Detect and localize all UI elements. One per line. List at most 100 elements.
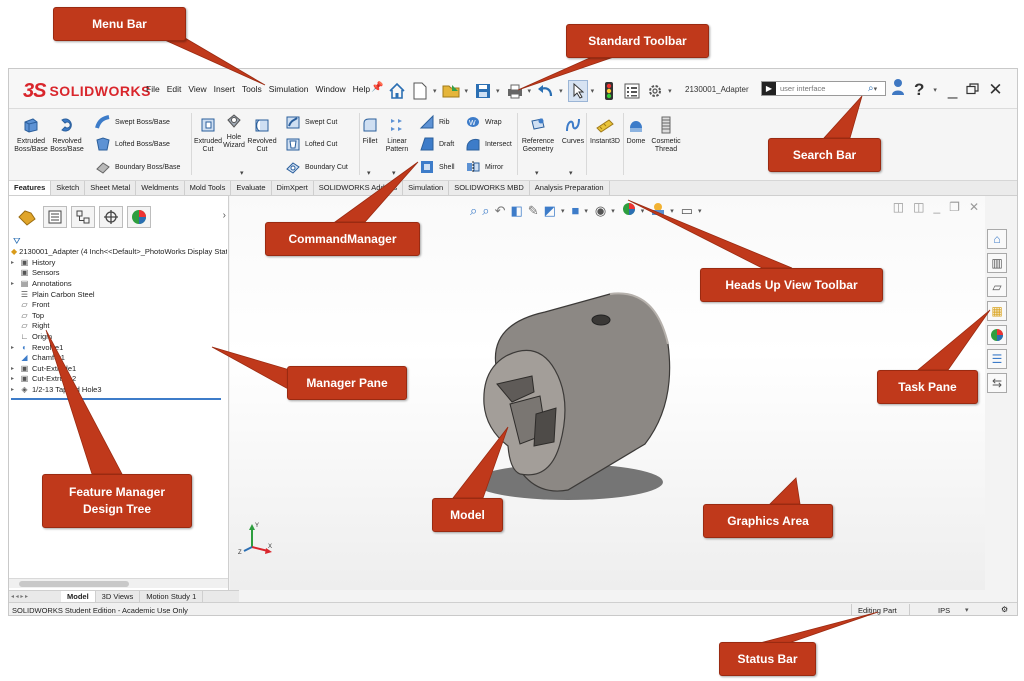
tab-motion-study[interactable]: Motion Study 1 (140, 591, 204, 602)
curves-button[interactable]: Curves (560, 115, 586, 146)
swept-boss-button[interactable]: Swept Boss/Base (95, 114, 170, 130)
chevron-right-icon[interactable]: › (222, 210, 226, 221)
tree-item[interactable]: ▱Front (11, 300, 227, 311)
lofted-boss-button[interactable]: Lofted Boss/Base (95, 136, 170, 152)
expand-arrow-icon[interactable]: ▸ (11, 344, 15, 351)
select-cursor-icon[interactable] (567, 80, 588, 102)
restore-icon[interactable] (966, 80, 979, 100)
instant3d-button[interactable]: Instant3D (587, 115, 623, 146)
close-icon[interactable]: ✕ (968, 200, 979, 214)
mirror-button[interactable]: Mirror (465, 159, 503, 175)
minimize-icon[interactable]: _ (933, 200, 941, 214)
tree-item[interactable]: ▱Right (11, 321, 227, 332)
expand-arrow-icon[interactable]: ▸ (11, 281, 15, 288)
chevron-down-icon[interactable]: ▾ (965, 607, 969, 614)
extruded-boss-button[interactable]: Extruded Boss/Base (13, 115, 49, 154)
menu-window[interactable]: Window (315, 84, 346, 94)
new-document-icon[interactable] (410, 80, 430, 102)
chevron-down-icon[interactable]: ▾ (535, 170, 539, 177)
tab-sheet-metal[interactable]: Sheet Metal (85, 181, 137, 195)
chevron-down-icon[interactable]: ▾ (590, 88, 595, 95)
tree-item[interactable]: ▸▣Cut-Extrude1 (11, 364, 227, 375)
tree-item[interactable]: ◢Chamfer1 (11, 353, 227, 364)
revolved-boss-button[interactable]: Revolved Boss/Base (49, 115, 85, 154)
rollback-bar[interactable] (11, 397, 221, 401)
featuremanager-tab-icon[interactable] (15, 206, 39, 228)
chevron-down-icon[interactable]: ▾ (464, 88, 469, 95)
tab-sketch[interactable]: Sketch (51, 181, 86, 195)
expand-arrow-icon[interactable]: ▸ (11, 387, 15, 394)
menu-view[interactable]: View (188, 84, 207, 94)
undo-icon[interactable] (536, 80, 556, 102)
tree-root[interactable]: ◆ 2130001_Adapter (4 Inch<<Default>_Phot… (11, 247, 227, 258)
rib-button[interactable]: Rib (419, 114, 450, 130)
help-icon[interactable]: ? (914, 79, 925, 99)
chevron-down-icon[interactable]: ▾ (433, 88, 437, 95)
lofted-cut-button[interactable]: Lofted Cut (285, 136, 337, 152)
solidworks-resources-icon[interactable]: ⌂ (987, 229, 1007, 249)
restore-icon[interactable]: ❐ (949, 200, 960, 214)
chevron-down-icon[interactable]: ▾ (668, 88, 672, 95)
split-vertical-icon[interactable]: ◫ (892, 200, 905, 214)
chevron-down-icon[interactable]: ▾ (584, 207, 588, 215)
section-view-icon[interactable]: ◧ (510, 202, 523, 218)
fillet-button[interactable]: Fillet (359, 115, 381, 146)
boundary-boss-button[interactable]: Boundary Boss/Base (95, 159, 180, 175)
search-bar[interactable]: ▶ ⌕ ▾ (761, 81, 886, 96)
edit-appearance-icon[interactable] (622, 202, 636, 219)
solidworks-forum-icon[interactable]: ⇆ (987, 373, 1007, 393)
filter-icon[interactable]: ⛛ (13, 236, 21, 246)
revolved-cut-button[interactable]: Revolved Cut (247, 115, 277, 154)
draft-button[interactable]: Draft (419, 136, 454, 152)
expand-arrow-icon[interactable]: ▸ (11, 259, 15, 266)
reference-geometry-button[interactable]: Reference Geometry (517, 115, 559, 154)
tab-evaluate[interactable]: Evaluate (231, 181, 272, 195)
linear-pattern-button[interactable]: Linear Pattern (382, 115, 412, 154)
swept-cut-button[interactable]: Swept Cut (285, 114, 337, 130)
view-settings-icon[interactable]: ▭ (680, 202, 694, 218)
wrap-button[interactable]: W Wrap (465, 114, 502, 130)
expand-arrow-icon[interactable]: ▸ (11, 376, 15, 383)
tab-analysis-preparation[interactable]: Analysis Preparation (530, 181, 610, 195)
file-explorer-icon[interactable]: ▱ (987, 277, 1007, 297)
hole-wizard-button[interactable]: Hole Wizard (221, 111, 247, 150)
hide-show-items-icon[interactable]: ◉ (594, 202, 607, 218)
minimize-icon[interactable]: _ (947, 79, 958, 99)
file-properties-icon[interactable] (622, 80, 642, 102)
menu-file[interactable]: File (146, 84, 160, 94)
chevron-down-icon[interactable]: ▾ (569, 170, 573, 177)
dynamic-annotation-icon[interactable]: ✎ (527, 202, 539, 218)
configurationmanager-tab-icon[interactable] (71, 206, 95, 228)
chevron-down-icon[interactable]: ▾ (560, 207, 565, 215)
tab-mold-tools[interactable]: Mold Tools (185, 181, 232, 195)
tab-dimxpert[interactable]: DimXpert (272, 181, 314, 195)
zoom-to-fit-icon[interactable]: ⌕ (470, 202, 478, 218)
intersect-button[interactable]: Intersect (465, 136, 512, 152)
tree-item[interactable]: ☰Plain Carbon Steel (11, 289, 227, 300)
custom-properties-icon[interactable]: ☰ (987, 349, 1007, 369)
tab-model[interactable]: Model (61, 591, 96, 602)
print-icon[interactable] (505, 80, 525, 102)
tab-features[interactable]: Features (9, 181, 52, 195)
chevron-down-icon[interactable]: ▾ (670, 207, 674, 215)
tree-item[interactable]: ▸▣Cut-Extrude2 (11, 374, 227, 385)
chevron-down-icon[interactable]: ▾ (698, 207, 702, 215)
chevron-down-icon[interactable]: ▾ (240, 170, 244, 177)
tab-solidworks-add-ins[interactable]: SOLIDWORKS Add-Ins (314, 181, 404, 195)
chevron-down-icon[interactable]: ▾ (640, 207, 645, 215)
menu-edit[interactable]: Edit (166, 84, 182, 94)
display-style-icon[interactable]: ■ (571, 203, 580, 218)
tree-item[interactable]: ∟Origin (11, 332, 227, 343)
open-icon[interactable] (442, 80, 462, 102)
chevron-down-icon[interactable]: ▾ (611, 207, 615, 215)
search-mode-icon[interactable]: ▶ (762, 82, 776, 95)
user-icon[interactable] (891, 78, 905, 101)
menu-simulation[interactable]: Simulation (268, 84, 309, 94)
chevron-down-icon[interactable]: ▾ (496, 88, 500, 95)
chevron-down-icon[interactable]: ▾ (873, 85, 878, 93)
view-palette-icon[interactable]: ▦ (987, 301, 1007, 321)
tab-simulation[interactable]: Simulation (403, 181, 450, 195)
chevron-down-icon[interactable]: ▾ (367, 170, 371, 177)
chevron-down-icon[interactable]: ▾ (527, 88, 532, 95)
solidworks-logo[interactable]: 3S SOLIDWORKS (23, 80, 151, 102)
